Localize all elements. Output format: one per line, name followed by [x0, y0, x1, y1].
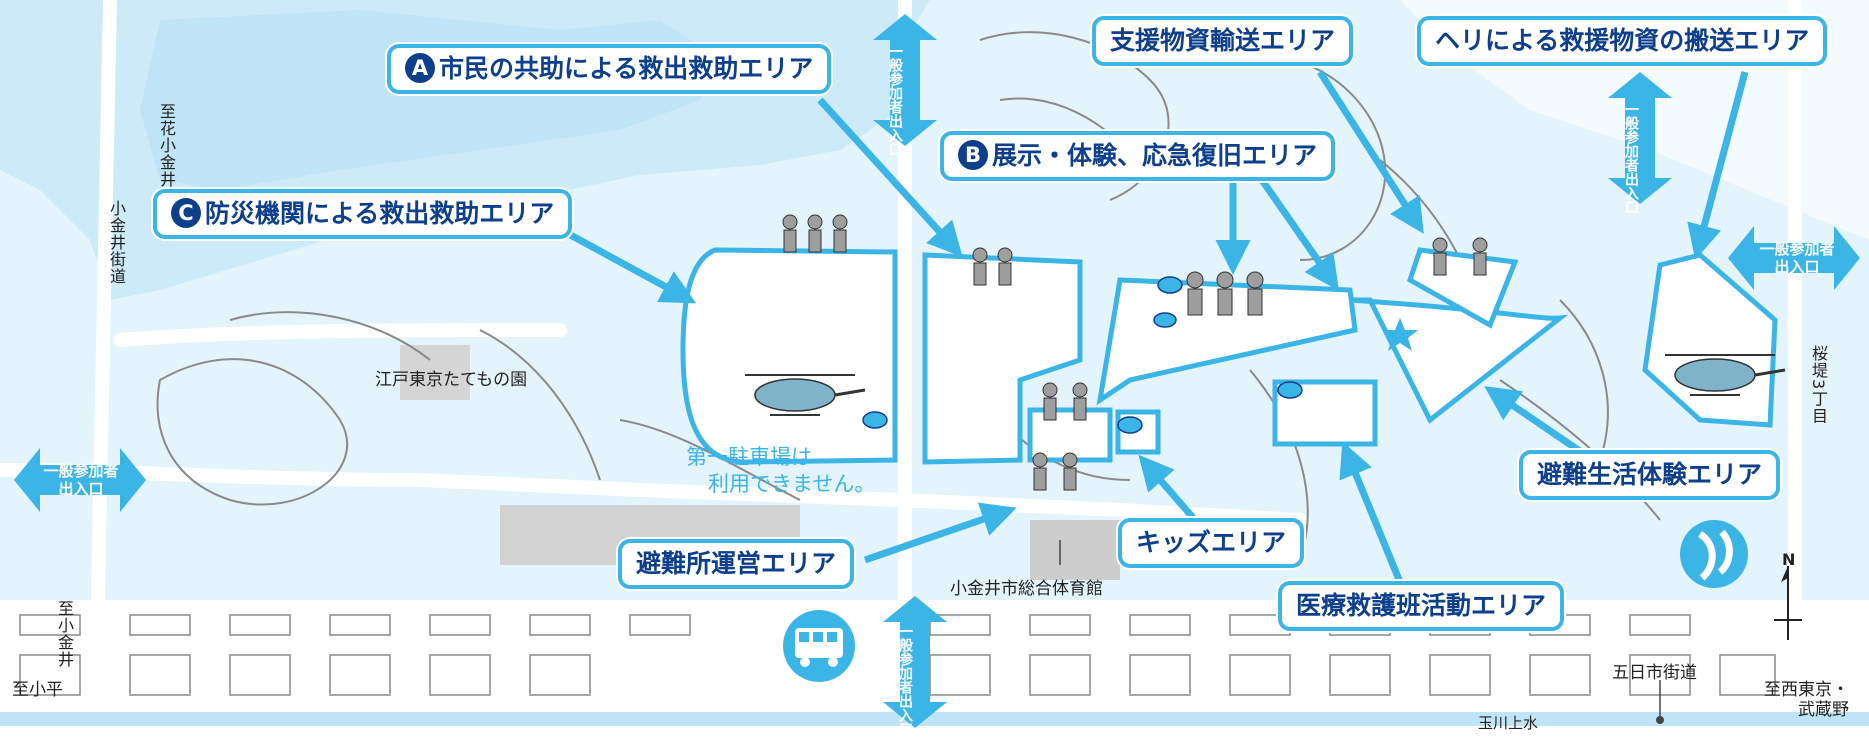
compass-north: N [1782, 550, 1796, 569]
entrance-arrow-left[interactable] [14, 448, 146, 512]
koganei-kaido-label: 小金井街道 [107, 200, 126, 285]
zone-a[interactable] [922, 252, 1083, 465]
zone-c[interactable] [680, 247, 898, 465]
tamagawa-canal [0, 712, 1869, 726]
entrance-upper-right-label: 一般参加者出入口 [1623, 102, 1639, 214]
compass-icon [1774, 566, 1802, 640]
entrance-arrow-upper-right[interactable] [1608, 72, 1672, 204]
residential-blocks [19, 614, 1776, 696]
entrance-right-line2: 出入口 [1774, 258, 1820, 276]
callout-evac-life[interactable]: 避難生活体験エリア [1519, 450, 1781, 500]
itsukaichi-label: 五日市街道 [1612, 663, 1697, 683]
supply-marker-icon [862, 276, 1303, 434]
helicopter-icon [1665, 354, 1786, 396]
parking-notice-line1: 第一駐車場は [686, 445, 812, 469]
entrance-right-label: 一般参加者 出入口 [1752, 240, 1842, 276]
badge-a: A [405, 53, 435, 83]
heli-label: ヘリによる救援物資の搬送エリア [1435, 26, 1810, 55]
sakurazutsumi-label: 桜堤3丁目 [1809, 345, 1828, 425]
callout-supplies[interactable]: 支援物資輸送エリア [1092, 16, 1354, 66]
helicopter-icon [745, 374, 866, 416]
dir-nishitokyo: 至西東京・ 武蔵野 [1764, 680, 1849, 720]
area-a-label: 市民の共助による救出救助エリア [439, 54, 814, 83]
entrance-left-line2: 出入口 [58, 480, 104, 498]
parking-notice-line2: 利用できません。 [708, 472, 876, 496]
entrance-right-line1: 一般参加者 [1759, 240, 1835, 258]
dir-hanakoganei: 至花小金井 [157, 103, 176, 188]
gym-label: 小金井市総合体育館 [950, 579, 1103, 599]
shelter-label: 避難所運営エリア [636, 549, 837, 578]
callout-kids[interactable]: キッズエリア [1118, 518, 1305, 568]
badge-b: B [958, 140, 988, 170]
dir-koganei: 至小金井 [55, 600, 74, 668]
callout-medical[interactable]: 医療救護班活動エリア [1278, 581, 1565, 631]
people-icon [782, 214, 1488, 491]
medical-label: 医療救護班活動エリア [1296, 591, 1547, 620]
parking-notice: 第一駐車場は 利用できません。 [686, 444, 875, 498]
area-c-label: 防災機関による救出救助エリア [205, 199, 555, 228]
dir-nishitokyo-line1: 至西東京・ [1764, 680, 1849, 700]
kids-label: キッズエリア [1136, 528, 1287, 557]
entrance-left-line1: 一般参加者 [43, 462, 119, 480]
entrance-arrow-bottom[interactable] [883, 596, 947, 728]
callout-arrows [563, 70, 1749, 584]
dir-nishitokyo-line2: 武蔵野 [1798, 700, 1849, 720]
entrance-left-label: 一般参加者 出入口 [30, 462, 132, 498]
callout-shelter[interactable]: 避難所運営エリア [618, 539, 855, 589]
tatemono-label: 江戸東京たてもの園 [375, 370, 528, 390]
evac-life-label: 避難生活体験エリア [1537, 460, 1763, 489]
dir-kodaira: 至小平 [12, 680, 63, 700]
callout-heli[interactable]: ヘリによる救援物資の搬送エリア [1417, 16, 1828, 66]
city-emblem-icon [1680, 520, 1748, 588]
tatemono-building [400, 345, 470, 400]
entrance-arrow-top[interactable] [873, 14, 937, 146]
tamagawa-label: 玉川上水 [1478, 714, 1539, 732]
itsukaichi-dot [1656, 716, 1664, 724]
gym-building [1030, 520, 1120, 580]
area-b-label: 展示・体験、応急復旧エリア [992, 141, 1318, 170]
entrance-arrow-right[interactable] [1728, 226, 1860, 290]
badge-c: C [171, 198, 201, 228]
entrance-top-label: 一般参加者出入口 [887, 44, 903, 156]
entrance-bottom-label: 一般参加者出入口 [897, 624, 913, 736]
supplies-label: 支援物資輸送エリア [1110, 26, 1336, 55]
star-marker [1382, 318, 1418, 351]
bus-icon [783, 610, 855, 682]
